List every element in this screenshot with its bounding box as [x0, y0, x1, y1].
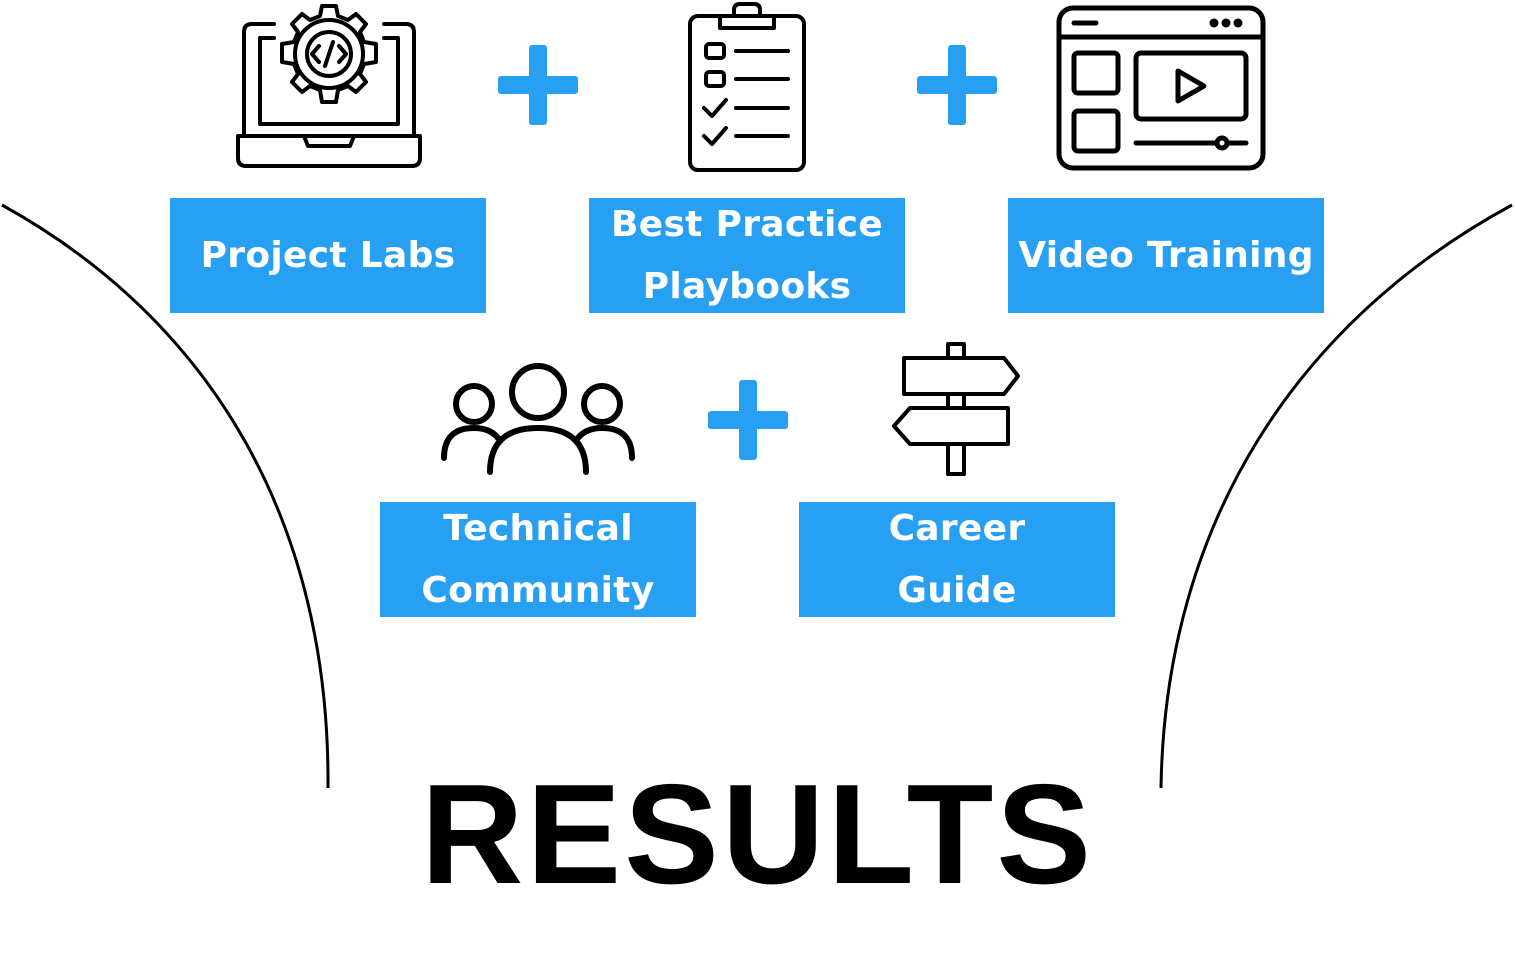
label-line: Technical: [443, 507, 633, 549]
label-line: Best Practice: [610, 203, 883, 245]
funnel-left-curve: [1, 203, 330, 789]
funnel-right-curve: [1159, 203, 1513, 789]
clipboard-checklist-icon: [688, 2, 806, 172]
label-video-training: Video Training: [1008, 198, 1324, 313]
laptop-code-gear-icon: [236, 4, 422, 168]
plus-icon: [708, 380, 788, 460]
video-player-window-icon: [1056, 5, 1266, 171]
label-line: Playbooks: [642, 265, 852, 307]
label-career-guide: Career Guide: [799, 502, 1115, 617]
label-line: Video Training: [1018, 234, 1314, 276]
label-technical-community: Technical Community: [380, 502, 696, 617]
label-line: Career: [888, 507, 1026, 549]
signpost-icon: [892, 342, 1020, 476]
label-line: Project Labs: [200, 234, 456, 276]
label-best-practice-playbooks: Best Practice Playbooks: [589, 198, 905, 313]
label-line: Community: [421, 569, 655, 611]
people-group-icon: [441, 363, 635, 475]
label-line: Guide: [897, 569, 1017, 611]
results-heading: RESULTS: [420, 755, 1095, 914]
label-project-labs: Project Labs: [170, 198, 486, 313]
plus-icon: [917, 45, 997, 125]
plus-icon: [498, 45, 578, 125]
